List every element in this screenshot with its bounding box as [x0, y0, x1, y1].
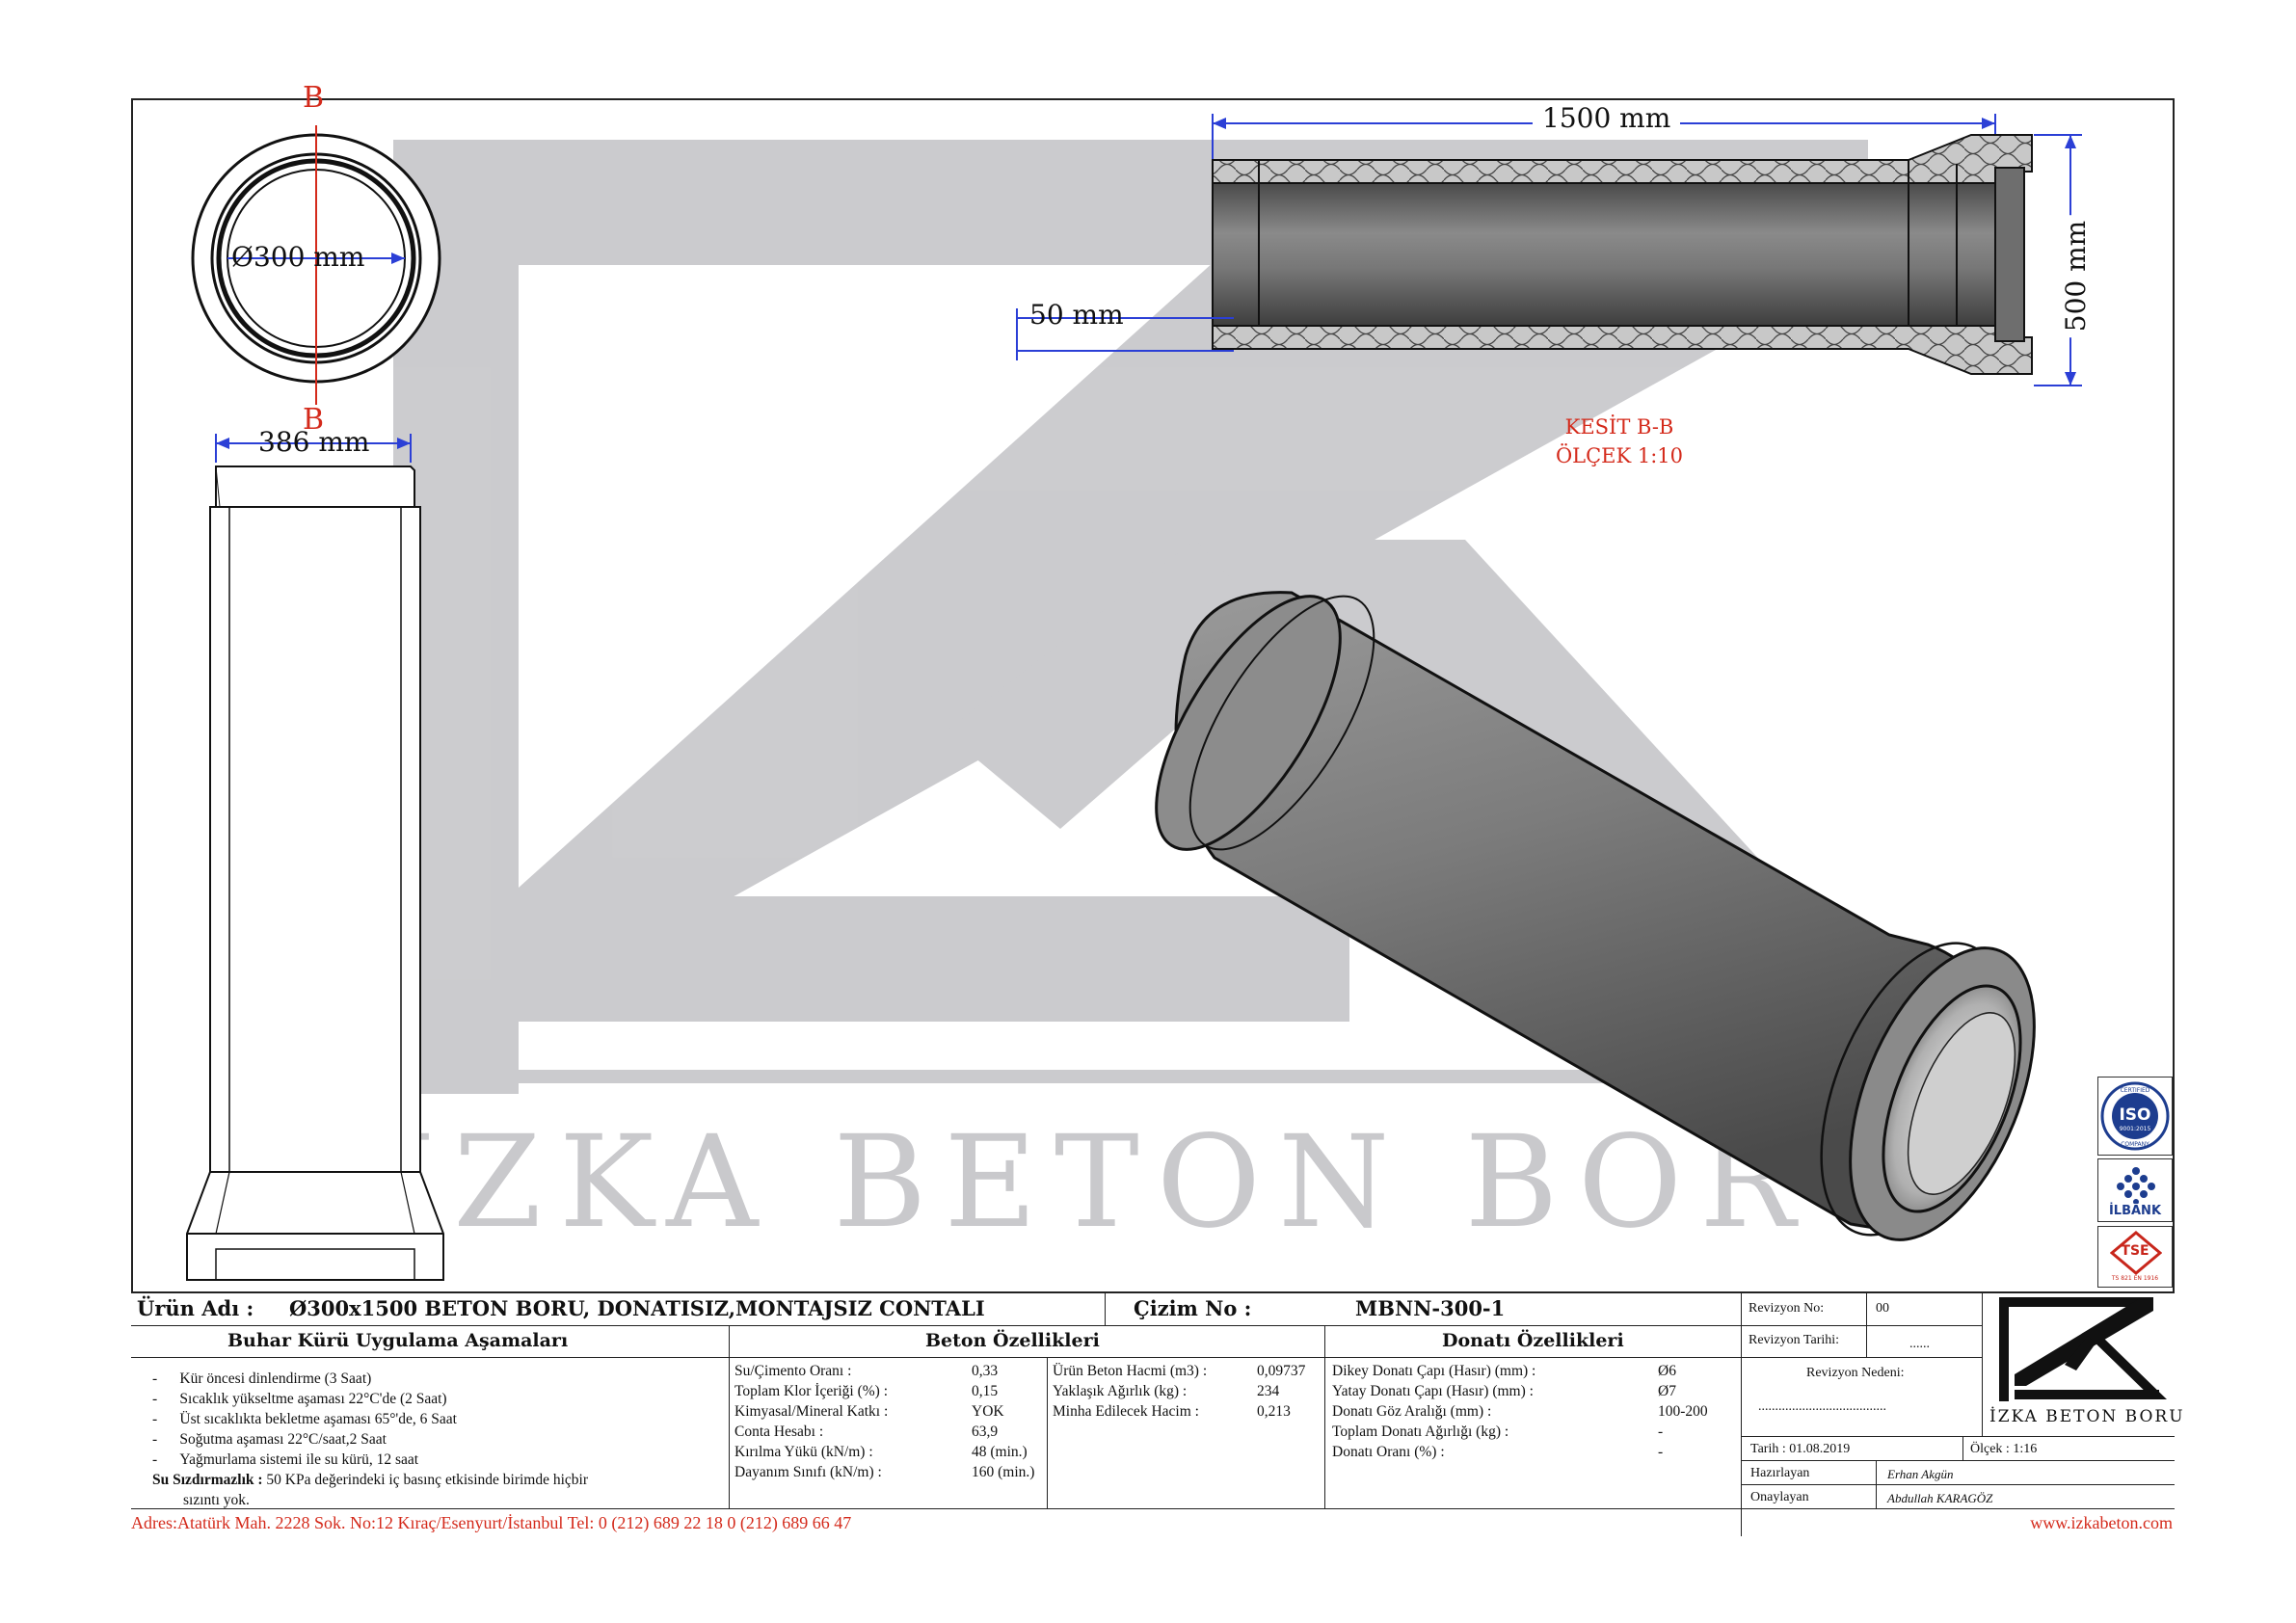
inner-diameter-label: Ø300 mm — [231, 241, 365, 273]
list-item: - Kür öncesi dinlendirme (3 Saat) — [152, 1370, 372, 1387]
revision-reason-label: Revizyon Nedeni: — [1806, 1366, 1905, 1380]
tse-main: TSE — [2121, 1243, 2149, 1259]
drawing-no-label: Çizim No : — [1134, 1296, 1252, 1320]
pipe-3d-render — [1155, 591, 2036, 1241]
section-mark-bottom: B — [303, 403, 325, 437]
scale: Ölçek : 1:16 — [1970, 1442, 2038, 1456]
list-item: - Sıcaklık yükseltme aşaması 22°C'de (2 … — [152, 1391, 447, 1407]
table-row: Toplam Donatı Ağırlığı (kg) :- — [1332, 1423, 1664, 1440]
izka-logo-icon — [1999, 1297, 2167, 1401]
title-block: Ürün Adı : Ø300x1500 BETON BORU, DONATIS… — [131, 1291, 2183, 1536]
side-view — [186, 434, 444, 1281]
table-row: Dikey Donatı Çapı (Hasır) (mm) :Ø6 — [1332, 1363, 1676, 1379]
iso-top: CERTIFIED — [2120, 1087, 2150, 1094]
rebar-table: Dikey Donatı Çapı (Hasır) (mm) :Ø6 Yatay… — [1332, 1361, 1708, 1462]
section-mark-top: B — [303, 81, 325, 115]
table-row: Donatı Göz Aralığı (mm) :100-200 — [1332, 1403, 1708, 1420]
watermark-bar-bottom — [509, 896, 1349, 1022]
watermark-a-left — [945, 540, 1282, 829]
revision-no-label: Revizyon No: — [1749, 1301, 1825, 1316]
table-row: Conta Hesabı :63,9 — [734, 1423, 999, 1440]
table-row: Minha Edilecek Hacim :0,213 — [1053, 1403, 1291, 1420]
steam-cure-heading: Buhar Kürü Uygulama Aşamaları — [227, 1330, 569, 1351]
iso-main: ISO — [2119, 1105, 2151, 1125]
prepared-label: Hazırlayan — [1750, 1466, 1810, 1480]
section-title-text: KESİT B-B — [1564, 415, 1674, 439]
table-row: Yaklaşık Ağırlık (kg) :234 — [1053, 1383, 1280, 1399]
front-view — [191, 125, 441, 405]
tse-sub: TS 821 EN 1916 — [2111, 1275, 2159, 1282]
table-row: Toplam Klor İçeriği (%) :0,15 — [734, 1383, 999, 1399]
iso-bottom: COMPANY — [2121, 1141, 2149, 1148]
logo-text: İZKA BETON BORU — [1989, 1407, 2185, 1426]
revision-reason: ...................................... — [1758, 1399, 1886, 1414]
table-row: Dayanım Sınıfı (kN/m) :160 (min.) — [734, 1464, 1035, 1480]
ilbank-icon — [2117, 1167, 2155, 1204]
leak-line: Su Sızdırmazlık : 50 KPa değerindeki iç … — [152, 1472, 589, 1488]
wall-thickness-label: 50 mm — [1029, 299, 1124, 331]
revision-date-label: Revizyon Tarihi: — [1749, 1333, 1840, 1347]
approved-by: Abdullah KARAGÖZ — [1887, 1491, 1993, 1505]
steam-cure-list: - Kür öncesi dinlendirme (3 Saat) - Sıca… — [152, 1369, 588, 1510]
section-view — [1016, 114, 2082, 386]
approved-label: Onaylayan — [1750, 1490, 1809, 1504]
drawing-no: MBNN-300-1 — [1355, 1296, 1506, 1320]
tse-badge: TSE TS 821 EN 1916 — [2097, 1226, 2173, 1288]
prepared-by: Erhan Akgün — [1887, 1467, 1954, 1481]
table-row: Kırılma Yükü (kN/m) :48 (min.) — [734, 1444, 1028, 1460]
table-row: Donatı Oranı (%) :- — [1332, 1444, 1664, 1460]
list-item: - Üst sıcaklıkta bekletme aşaması 65°'de… — [152, 1411, 457, 1427]
watermark-text: İZKA BETON BORU — [386, 1108, 1937, 1257]
table-row: Su/Çimento Oranı :0,33 — [734, 1363, 999, 1379]
outer-width-label: 386 mm — [258, 426, 370, 458]
iso-sub: 9001:2015 — [2119, 1126, 2151, 1132]
concrete-table: Su/Çimento Oranı :0,33 Toplam Klor İçeri… — [734, 1361, 1034, 1482]
table-row: Yatay Donatı Çapı (Hasır) (mm) :Ø7 — [1332, 1383, 1676, 1399]
iso-icon — [2100, 1081, 2170, 1151]
concrete-table-2: Ürün Beton Hacmi (m3) :0,09737 Yaklaşık … — [1053, 1361, 1305, 1422]
revision-no: 00 — [1876, 1301, 1889, 1316]
section-scale-text: ÖLÇEK 1:10 — [1555, 444, 1684, 467]
footer-website[interactable]: www.izkabeton.com — [2030, 1513, 2173, 1532]
date: Tarih : 01.08.2019 — [1750, 1442, 1851, 1456]
ilbank-label: İLBANK — [2108, 1204, 2162, 1218]
table-row: Ürün Beton Hacmi (m3) :0,09737 — [1053, 1363, 1306, 1379]
list-item: - Yağmurlama sistemi ile su kürü, 12 saa… — [152, 1451, 419, 1468]
length-label: 1500 mm — [1533, 102, 1681, 134]
rebar-heading: Donatı Özellikleri — [1442, 1330, 1624, 1351]
leak-line-2: sızıntı yok. — [183, 1492, 250, 1508]
table-row: Kimyasal/Mineral Katkı :YOK — [734, 1403, 1004, 1420]
revision-date: ...... — [1909, 1337, 1930, 1351]
outer-height-label: 500 mm — [2060, 214, 2093, 338]
watermark-underline — [393, 1070, 1926, 1083]
footer-address: Adres:Atatürk Mah. 2228 Sok. No:12 Kıraç… — [131, 1513, 852, 1532]
concrete-heading: Beton Özellikleri — [925, 1330, 1100, 1351]
product-label: Ürün Adı : — [137, 1296, 254, 1320]
product-name: Ø300x1500 BETON BORU, DONATISIZ,MONTAJSI… — [289, 1296, 985, 1320]
list-item: - Soğutma aşaması 22°C/saat,2 Saat — [152, 1431, 387, 1448]
iso-badge: CERTIFIED ISO 9001:2015 COMPANY — [2097, 1077, 2173, 1156]
tse-icon — [2110, 1231, 2162, 1275]
ilbank-badge: İLBANK — [2097, 1158, 2173, 1222]
section-title: KESİT B-B ÖLÇEK 1:10 — [1523, 412, 1716, 470]
